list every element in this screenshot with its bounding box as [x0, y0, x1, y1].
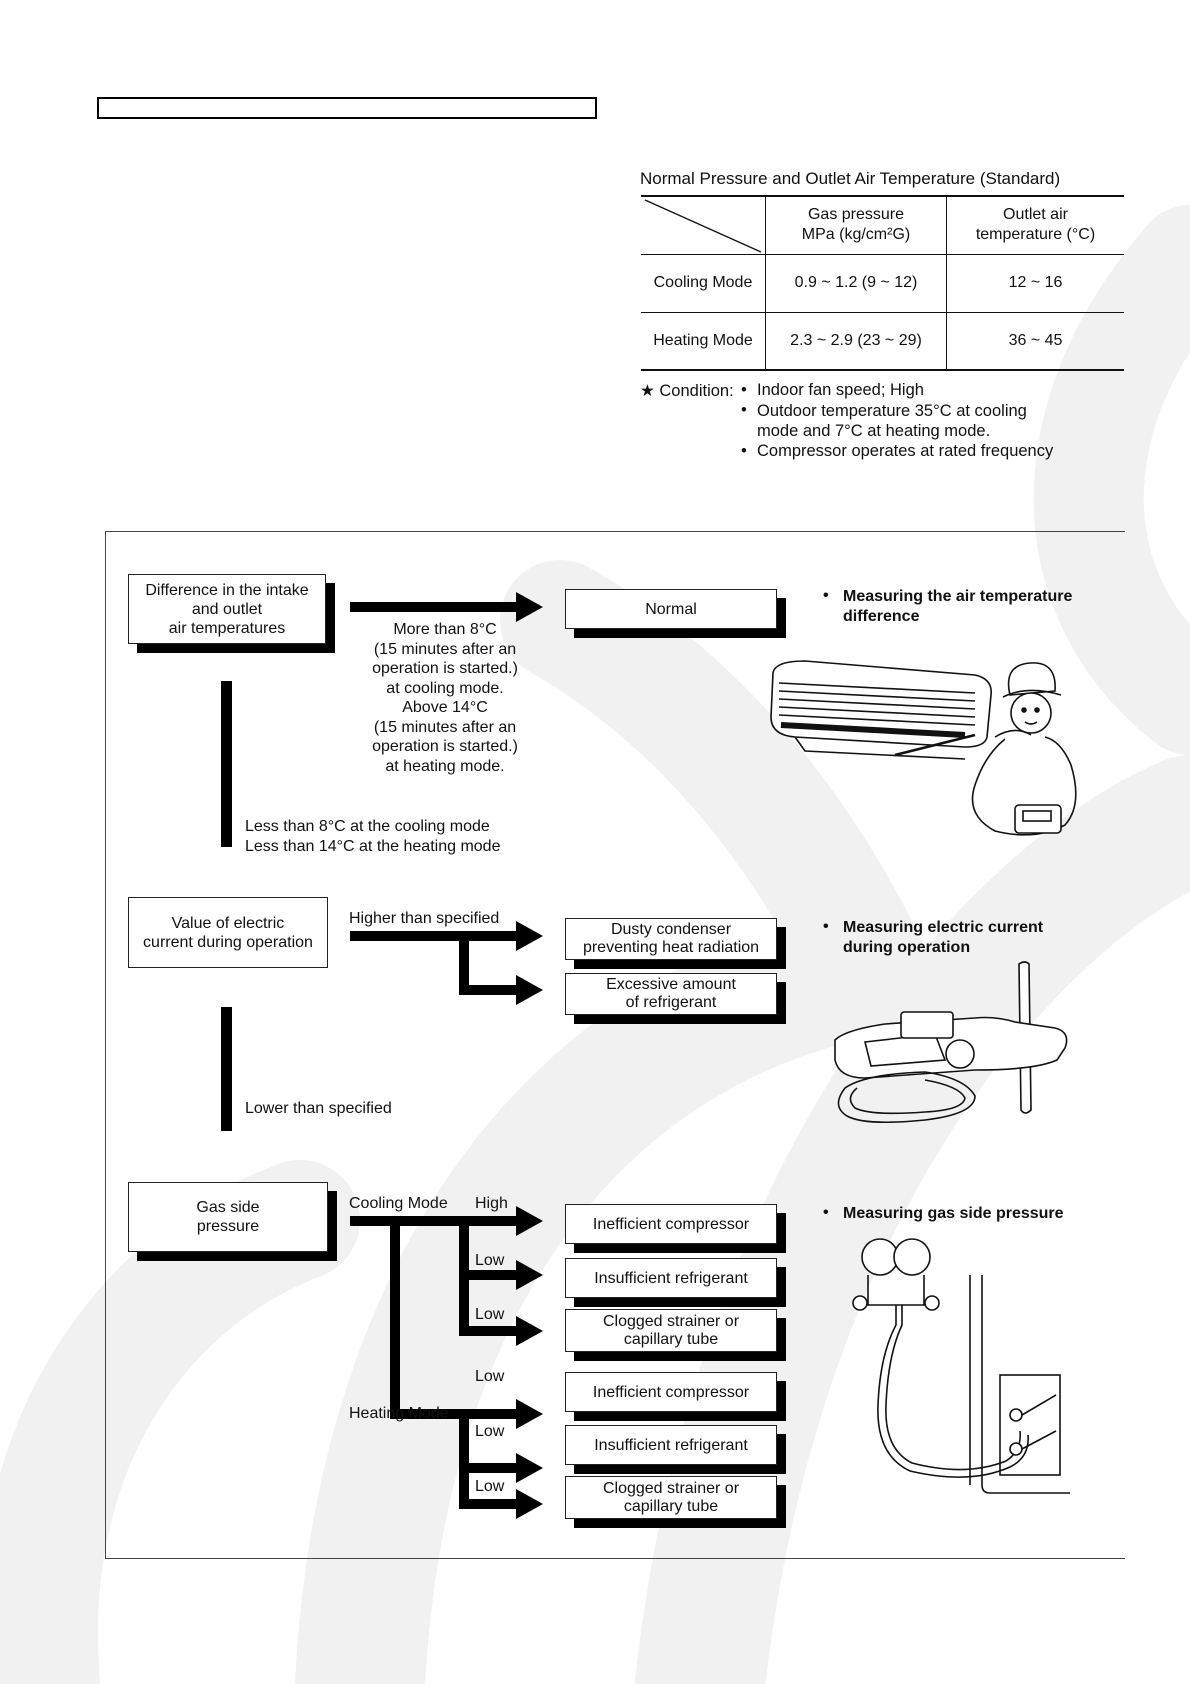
arrow-head — [516, 1260, 543, 1290]
bullet: • — [823, 918, 829, 935]
result-box: Clogged strainer or capillary tube — [565, 1309, 777, 1352]
high-label: High — [475, 1195, 508, 1212]
arrow-head — [516, 592, 543, 622]
cooling-heating-condition-text: More than 8°C (15 minutes after an opera… — [372, 621, 518, 775]
air-temp-difference-box: Difference in the intake and outlet air … — [128, 574, 326, 644]
branch-line — [459, 1409, 469, 1509]
trunk-line — [390, 1216, 400, 1419]
arrow-head — [516, 1453, 543, 1483]
cooling-mode-label: Cooling Mode — [349, 1195, 448, 1212]
air-temp-note: Measuring the air temperature difference — [843, 588, 1073, 625]
condition-item: Outdoor temperature 35°C at cooling mode… — [757, 402, 1027, 440]
manifold-gauge-illustration — [852, 1238, 1070, 1494]
electric-current-note: Measuring electric current during operat… — [843, 919, 1044, 956]
low-label: Low — [475, 1252, 505, 1269]
flowchart-frame — [105, 531, 1125, 1559]
arrow-shaft — [459, 1270, 516, 1280]
arrow-shaft — [459, 1463, 516, 1473]
arrow-head — [516, 1206, 543, 1236]
technician-measuring-air-temp-illustration — [770, 660, 1077, 836]
pressure-table: Gas pressure MPa (kg/cm²G) Outlet air te… — [641, 195, 1124, 371]
result-box: Insufficient refrigerant — [565, 1258, 777, 1298]
branch-line — [459, 931, 469, 992]
lower-than-specified-label: Lower than specified — [245, 1100, 392, 1117]
bullet: • — [741, 381, 747, 399]
bullet: • — [741, 442, 747, 460]
excessive-refrigerant-box: Excessive amount of refrigerant — [565, 973, 777, 1015]
low-label: Low — [475, 1423, 505, 1440]
bullet: • — [823, 1204, 829, 1221]
condition-item: Compressor operates at rated frequency — [757, 442, 1054, 460]
arrow-shaft — [390, 1409, 516, 1419]
result-box: Insufficient refrigerant — [565, 1425, 777, 1465]
bullet: • — [741, 401, 747, 419]
table-title: Normal Pressure and Outlet Air Temperatu… — [640, 169, 1061, 188]
result-box: Clogged strainer or capillary tube — [565, 1476, 777, 1519]
arrow-shaft — [459, 1499, 516, 1509]
arrow-shaft — [350, 602, 516, 612]
electric-current-box: Value of electric current during operati… — [128, 897, 328, 968]
arrow-head — [516, 1489, 543, 1519]
condition-label: ★ Condition: — [640, 382, 734, 400]
arrow-shaft — [350, 1216, 516, 1226]
low-label: Low — [475, 1478, 505, 1495]
condition-item: Indoor fan speed; High — [757, 381, 924, 399]
row-pressure: 2.3 ~ 2.9 (23 ~ 29) — [765, 311, 947, 371]
arrow-shaft — [350, 931, 516, 941]
dusty-condenser-box: Dusty condenser preventing heat radiatio… — [565, 918, 777, 960]
arrow-head — [516, 921, 543, 951]
row-temp: 36 ~ 45 — [946, 311, 1124, 371]
result-box: Inefficient compressor — [565, 1204, 777, 1244]
arrow-head — [516, 1399, 543, 1429]
bullet: • — [823, 587, 829, 604]
low-label: Low — [475, 1306, 505, 1323]
row-mode: Heating Mode — [641, 311, 766, 371]
clamp-meter-illustration — [834, 961, 1068, 1124]
row-pressure: 0.9 ~ 1.2 (9 ~ 12) — [765, 253, 947, 313]
higher-than-specified-label: Higher than specified — [349, 910, 500, 927]
normal-result-box: Normal — [565, 589, 777, 629]
gas-side-pressure-box: Gas side pressure — [128, 1182, 328, 1252]
row-mode: Cooling Mode — [641, 253, 766, 313]
gas-pressure-note: Measuring gas side pressure — [843, 1205, 1064, 1222]
arrow-shaft — [459, 1326, 516, 1336]
low-label: Low — [475, 1368, 505, 1385]
less-than-text: Less than 8°C at the cooling mode Less t… — [245, 818, 501, 855]
vertical-bar — [221, 681, 232, 847]
result-box: Inefficient compressor — [565, 1372, 777, 1412]
arrow-head — [516, 1316, 543, 1346]
arrow-shaft — [459, 985, 516, 995]
diagonal-header-cell — [641, 195, 766, 255]
arrow-head — [516, 975, 543, 1005]
heating-mode-label: Heating Mode — [349, 1405, 449, 1422]
vertical-bar — [221, 1007, 232, 1131]
header-box — [97, 97, 597, 119]
